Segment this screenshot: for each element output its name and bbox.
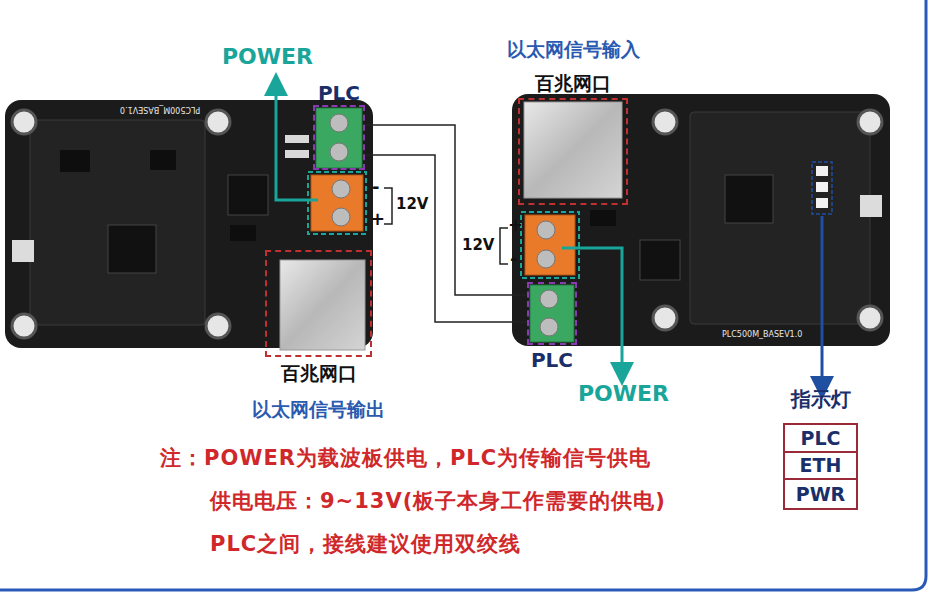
connector-box: 以太网信号输入百兆网口 — [518, 98, 628, 205]
annotation-label: + — [508, 214, 523, 236]
silkscreen-text: PLC500M_BASEV1.0 — [722, 330, 802, 340]
twisted-pair-wire — [365, 125, 527, 295]
indicator-name: ETH — [800, 454, 842, 477]
box-caption: 百兆网口 — [535, 72, 611, 95]
indicator-name: PWR — [796, 483, 846, 506]
annotation-label: POWER — [578, 381, 669, 407]
annotation-label: + — [370, 208, 385, 230]
annotation-label: POWER — [222, 44, 313, 70]
connector-box: PLC — [527, 282, 577, 345]
indicator-cell: PLC — [785, 425, 856, 453]
note-text: PLC之间，接线建议使用双绞线 — [210, 532, 521, 557]
silkscreen-text: PLC500M_BASEV1.0 — [120, 104, 200, 114]
box-caption: PLC — [318, 81, 360, 105]
indicator-cell: PWR — [785, 480, 856, 508]
twisted-pair-wire — [365, 155, 527, 322]
note-text: 供电电压：9~13V(板子本身工作需要的供电) — [210, 489, 666, 514]
box-caption: 百兆网口 — [281, 362, 357, 385]
box-caption: 以太网信号输出 — [252, 398, 385, 421]
connector-box: 指示灯PLCETHPWR — [783, 423, 858, 510]
connector-box: 百兆网口以太网信号输出 — [265, 250, 372, 357]
annotation-label: 12V — [462, 236, 494, 254]
note-text: 注：POWER为载波板供电，PLC为传输信号供电 — [160, 446, 651, 471]
connector-box: PLC — [313, 105, 365, 170]
annotation-label: - — [372, 176, 379, 198]
indicator-name: PLC — [801, 427, 841, 450]
annotation-label: 12V — [396, 195, 428, 213]
box-caption: 以太网信号输入 — [507, 38, 640, 61]
indicator-cell: ETH — [785, 453, 856, 480]
box-caption: PLC — [531, 348, 573, 372]
box-caption: 指示灯 — [791, 387, 851, 411]
annotation-label: - — [510, 248, 517, 270]
